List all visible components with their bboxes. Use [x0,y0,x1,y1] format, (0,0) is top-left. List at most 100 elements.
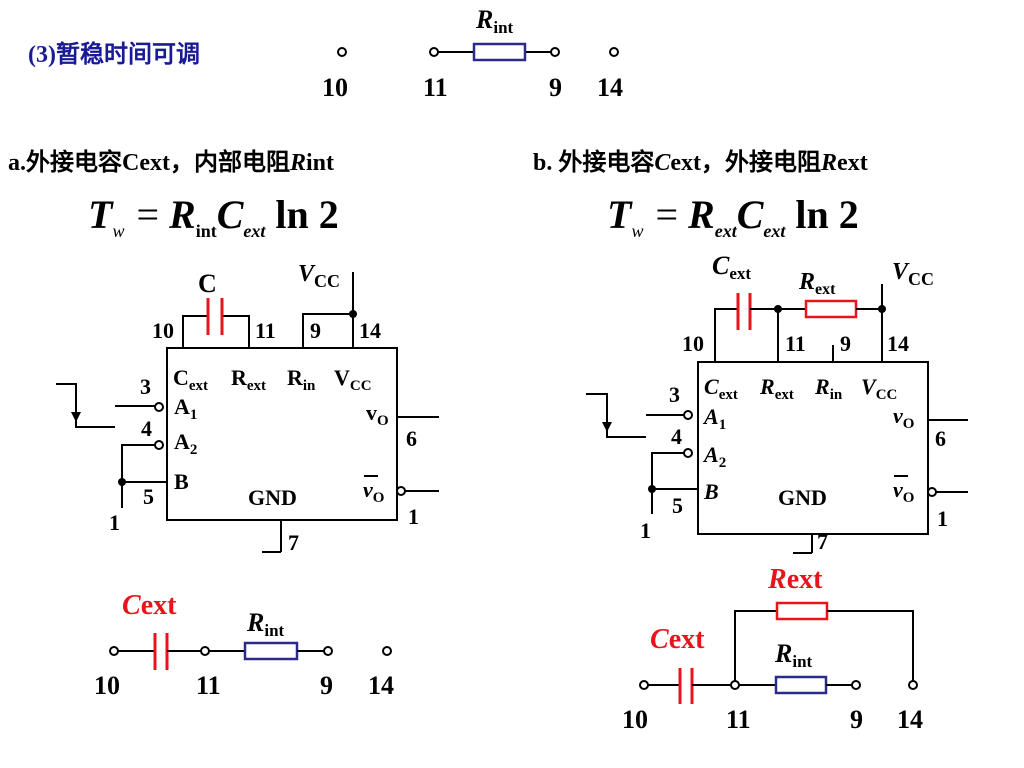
pin-num-1-output: 1 [408,504,419,529]
chip-gnd: GND [778,485,827,510]
pin-num-9: 9 [850,705,863,734]
junction-dot [648,485,656,493]
junction-dot [774,305,782,313]
pin-num-10: 10 [682,331,704,356]
pin-num-7: 7 [817,529,828,554]
pin9-terminal [323,646,333,656]
rint-label: Rint [475,5,514,37]
a2-bubble [154,440,164,450]
pin-num-9: 9 [320,671,333,700]
rint-resistor [472,42,527,62]
pin9-14-wire [302,313,354,348]
bottom-cext-label: Cext [122,590,177,621]
chip-b: B [174,469,189,494]
vo-bar-bubble [396,486,406,496]
a2-wire [651,452,684,514]
trigger-arrow [71,412,81,422]
trigger-arrow [602,422,612,432]
trigger-waveform [586,393,646,438]
junction-dot [349,310,357,318]
cap-wire-right [223,315,250,348]
pin-num-11: 11 [196,671,221,700]
pin-num-5: 5 [143,484,154,509]
pin-num-3: 3 [140,374,151,399]
pin-num-14: 14 [897,705,923,734]
chip-vcc: VCC [861,374,897,403]
chip-vo: vO [366,400,389,429]
pin-num-9: 9 [310,318,321,343]
rint-resistor [243,641,299,661]
chip-rin: Rin [814,374,843,403]
pin-num-14: 14 [359,318,381,343]
pin9-terminal [550,47,560,57]
trigger-waveform [56,383,115,428]
right-caption: b. 外接电容Cext，外接电阻Rext [533,148,868,176]
pin-num-14: 14 [368,671,394,700]
pin10-terminal [109,646,119,656]
junction-dot [878,305,886,313]
rext-resistor [775,601,829,621]
pin-num-4: 4 [141,416,152,441]
chip-a1: A1 [174,394,197,423]
cap-label: C [198,269,217,298]
heading: (3)暂稳时间可调 [28,40,200,68]
a1-bubble [154,402,164,412]
pin10-terminal [639,680,649,690]
pin9-terminal [851,680,861,690]
bottom-rint-label: Rint [246,608,285,640]
pin-num-6: 6 [406,426,417,451]
pin-num-10: 10 [322,73,348,102]
pin-num-11: 11 [785,331,806,356]
pin11-terminal [730,680,740,690]
chip-rext: Rext [231,365,266,394]
pin-num-5: 5 [672,493,683,518]
pin-num-14: 14 [887,331,909,356]
chip-rext: Rext [759,374,794,403]
pin-num-9: 9 [840,331,851,356]
pin-num-10: 10 [94,671,120,700]
rext-wire-left [734,610,777,685]
left-caption: a.外接电容Cext，内部电阻Rint [8,148,334,176]
pin10-terminal [337,47,347,57]
res-label: Rext [798,269,836,298]
junction-dot [118,478,126,486]
chip-vo-bar: vO [893,477,914,506]
chip-vo-bar: vO [363,477,384,506]
pin-num-6: 6 [935,426,946,451]
pin-num-11: 11 [726,705,751,734]
pin-num-1-input: 1 [109,510,120,535]
pin-num-4: 4 [671,424,682,449]
cap-label: Cext [712,251,751,283]
a2-wire [121,444,155,485]
pin14-terminal [908,680,918,690]
vcc-label: VCC [298,261,340,291]
a2-bubble [683,448,693,458]
ic-74121-box [697,361,929,535]
pin-num-9: 9 [549,73,562,102]
rint-resistor [774,675,828,695]
pin-num-11: 11 [255,318,276,343]
bottom-cext-label: Cext [650,624,705,655]
chip-rin: Rin [287,365,316,394]
rext-resistor [804,299,858,319]
chip-a2: A2 [702,442,726,471]
bottom-rint-label: Rint [774,639,813,671]
rext-wire-right [827,610,914,681]
pin-num-3: 3 [669,382,680,407]
pin-num-11: 11 [423,73,448,102]
vcc-label: VCC [892,259,934,289]
pin14-terminal [609,47,619,57]
chip-cext: Cext [173,365,208,394]
pin11-terminal [200,646,210,656]
pin-num-10: 10 [622,705,648,734]
pin14-terminal [382,646,392,656]
a1-bubble [683,410,693,420]
chip-a1: A1 [702,404,726,433]
bottom-rext-label: Rext [767,564,823,595]
